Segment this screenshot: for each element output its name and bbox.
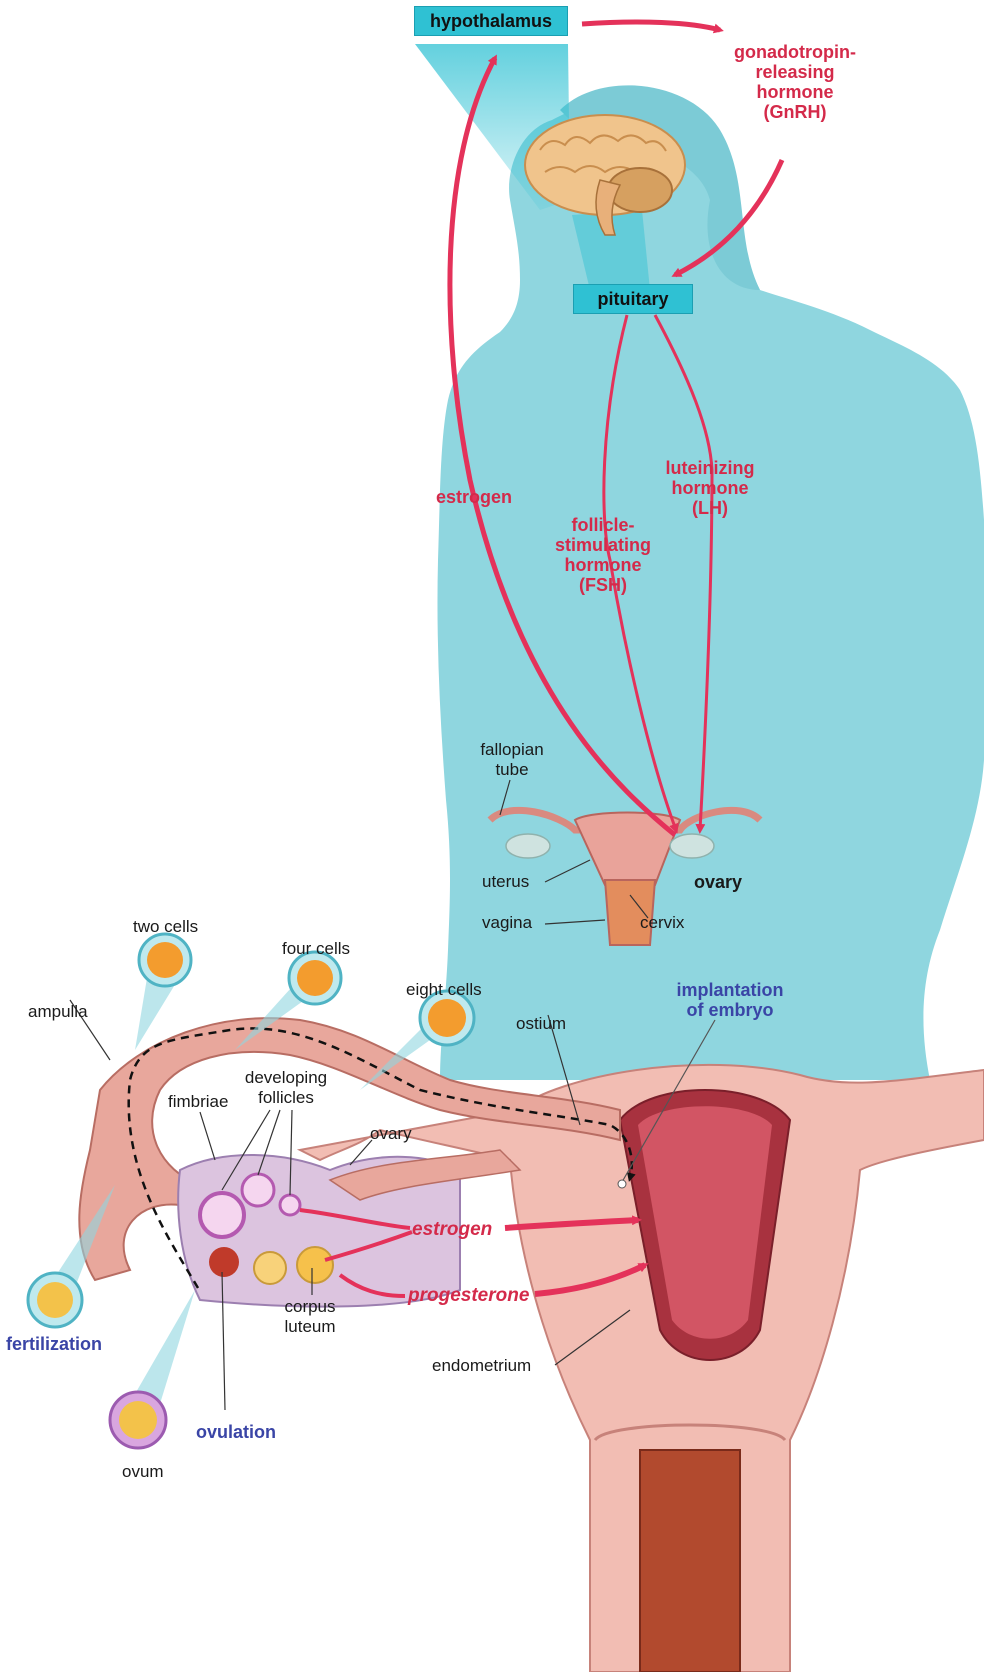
gnrh-line-3: hormone bbox=[720, 82, 870, 102]
implantation-line-2: of embryo bbox=[670, 1000, 790, 1020]
estrogen-bottom-label: estrogen bbox=[412, 1220, 492, 1240]
ovary-bottom-label: ovary bbox=[370, 1124, 412, 1144]
progesterone-bottom-label: progesterone bbox=[408, 1286, 529, 1306]
fallopian-line-1: fallopian bbox=[472, 740, 552, 760]
ampulla-label: ampulla bbox=[28, 1002, 88, 1022]
fsh-line-1: follicle- bbox=[548, 515, 658, 535]
follicles-line-1: developing bbox=[236, 1068, 336, 1088]
fsh-line-4: (FSH) bbox=[548, 575, 658, 595]
gnrh-line-4: (GnRH) bbox=[720, 102, 870, 122]
vagina-label: vagina bbox=[482, 913, 532, 933]
pituitary-label: pituitary bbox=[573, 284, 693, 314]
fsh-line-2: stimulating bbox=[548, 535, 658, 555]
follicles-line-2: follicles bbox=[236, 1088, 336, 1108]
fallopian-line-2: tube bbox=[472, 760, 552, 780]
uterus-top-label: uterus bbox=[482, 872, 529, 892]
fallopian-tube-label: fallopian tube bbox=[472, 740, 552, 780]
estrogen-top-label: estrogen bbox=[436, 487, 512, 507]
gnrh-label: gonadotropin- releasing hormone (GnRH) bbox=[720, 42, 870, 122]
fertilization-label: fertilization bbox=[6, 1334, 102, 1354]
four-cells-label: four cells bbox=[282, 939, 350, 959]
lh-label: luteinizing hormone (LH) bbox=[645, 458, 775, 518]
gnrh-line-2: releasing bbox=[720, 62, 870, 82]
corpus-luteum-label: corpus luteum bbox=[262, 1297, 358, 1337]
gnrh-line-1: gonadotropin- bbox=[720, 42, 870, 62]
fimbriae-label: fimbriae bbox=[168, 1092, 228, 1112]
endometrium-label: endometrium bbox=[432, 1356, 531, 1376]
corpus-line-2: luteum bbox=[262, 1317, 358, 1337]
implantation-line-1: implantation bbox=[670, 980, 790, 1000]
fsh-line-3: hormone bbox=[548, 555, 658, 575]
lh-line-2: hormone bbox=[645, 478, 775, 498]
ostium-label: ostium bbox=[516, 1014, 566, 1034]
developing-follicles-label: developing follicles bbox=[236, 1068, 336, 1108]
lh-line-1: luteinizing bbox=[645, 458, 775, 478]
eight-cells-label: eight cells bbox=[406, 980, 482, 1000]
two-cells-label: two cells bbox=[133, 917, 198, 937]
fsh-label: follicle- stimulating hormone (FSH) bbox=[548, 515, 658, 595]
fimbriae-pointer bbox=[200, 1112, 215, 1160]
hypothalamus-label: hypothalamus bbox=[414, 6, 568, 36]
implantation-label: implantation of embryo bbox=[670, 980, 790, 1020]
gnrh-arrow bbox=[582, 22, 720, 30]
corpus-line-1: corpus bbox=[262, 1297, 358, 1317]
ovum-label: ovum bbox=[122, 1462, 164, 1482]
cervix-label: cervix bbox=[640, 913, 684, 933]
ovulation-label: ovulation bbox=[196, 1422, 276, 1442]
lh-line-3: (LH) bbox=[645, 498, 775, 518]
implantation-dot bbox=[618, 1180, 626, 1188]
ovary-top-label: ovary bbox=[694, 872, 742, 892]
